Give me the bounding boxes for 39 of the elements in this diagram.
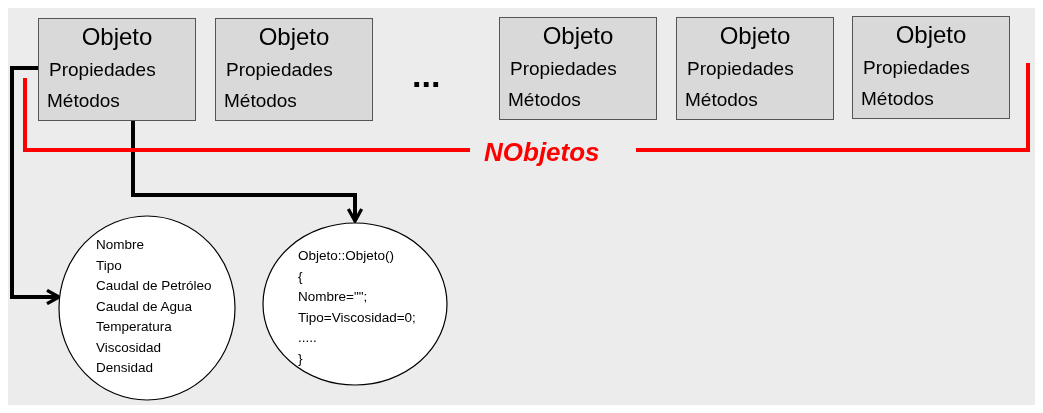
code-line: { bbox=[298, 267, 304, 286]
code-line: Objeto::Objeto() bbox=[298, 247, 396, 265]
attribute-text: Tipo bbox=[96, 256, 123, 275]
ellipsis: ... bbox=[412, 58, 441, 92]
object-box bbox=[852, 16, 1010, 119]
methods-text: Métodos bbox=[861, 88, 934, 110]
object-title: Objeto bbox=[541, 22, 615, 50]
attribute-text: Temperatura bbox=[96, 318, 173, 336]
code-line: ..... bbox=[298, 329, 318, 347]
object-title: Objeto bbox=[257, 23, 331, 51]
code-line: } bbox=[298, 349, 304, 368]
circle-node bbox=[262, 222, 448, 386]
attribute-text: Caudal de Petróleo bbox=[96, 277, 212, 295]
object-box bbox=[499, 17, 657, 120]
count-label: NObjetos bbox=[484, 137, 600, 167]
properties-text: Propiedades bbox=[510, 58, 617, 80]
methods-text: Métodos bbox=[685, 89, 758, 111]
object-title: Objeto bbox=[80, 23, 154, 51]
code-line: Tipo=Viscosidad=0; bbox=[298, 308, 416, 327]
methods-text: Métodos bbox=[508, 89, 581, 111]
methods-text: Métodos bbox=[47, 90, 120, 112]
code-line: Nombre=""; bbox=[298, 288, 369, 306]
circle-node bbox=[58, 215, 236, 401]
properties-text: Propiedades bbox=[863, 57, 970, 79]
object-title: Objeto bbox=[718, 22, 792, 50]
attribute-text: Densidad bbox=[96, 359, 155, 377]
attribute-text: Viscosidad bbox=[96, 338, 163, 357]
attribute-text: Nombre bbox=[96, 236, 145, 254]
object-title: Objeto bbox=[894, 21, 968, 49]
properties-text: Propiedades bbox=[687, 58, 794, 80]
methods-text: Métodos bbox=[224, 90, 297, 112]
object-box bbox=[38, 18, 196, 121]
properties-text: Propiedades bbox=[226, 59, 333, 81]
attribute-text: Caudal de Agua bbox=[96, 297, 194, 316]
object-box bbox=[215, 18, 373, 121]
object-box bbox=[676, 17, 834, 120]
properties-text: Propiedades bbox=[49, 59, 156, 81]
arrow bbox=[131, 121, 364, 223]
arrow bbox=[10, 66, 61, 306]
